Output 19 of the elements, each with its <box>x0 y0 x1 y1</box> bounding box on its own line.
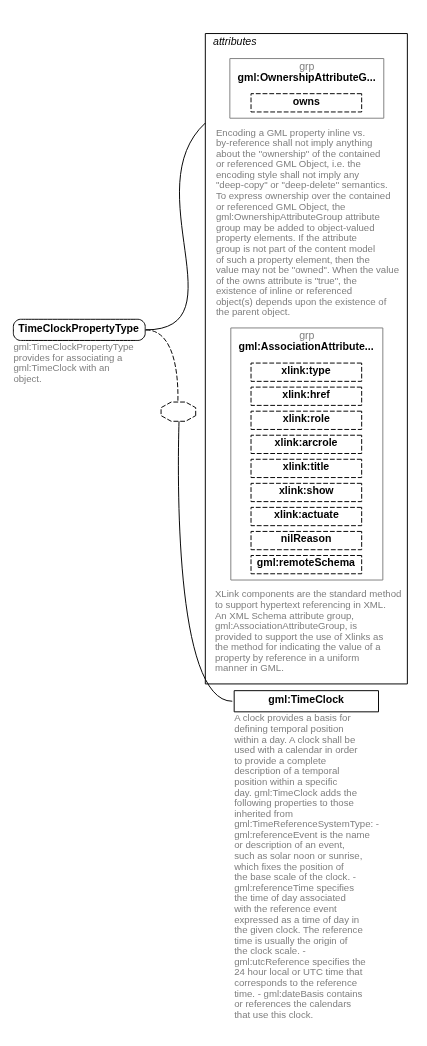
node-box: nilReason <box>250 530 363 550</box>
node-label: A clock provides a basis for defining temporal position within a day. A clock shall be used with a calendar in order to provide a complete description of a temporal position within a specific day. gml:TimeClock adds the following properties to those inherited from gml:TimeReferenceSystemType: - gml:referenceEvent is the name or description of an event, such as solar noon or sunrise, which fixes the position of the base scale of the clock. - gml:referenceTime specifies the time of day associated with the reference event expressed as a time of day in the given clock. The reference time is usually the origin of the clock scale. - gml:utcReference specifies the 24 hour local or UTC time that corresponds to the reference time. - gml:dateBasis contains or references the calendars that use this clock. <box>234 711 380 1020</box>
node-box: xlink:role <box>250 410 363 430</box>
node-box: gml:TimeClock <box>233 689 379 712</box>
node-label: XLink components are the standard method to support hypertext referencing in XML. An XML Schema attribute group, gml:AssociationAttributeGroup, is provided to support the use of Xlinks as the method for indicating the value of a property by reference in a uniform manner in GML. <box>214 587 402 673</box>
node-box: xlink:arcrole <box>250 434 363 454</box>
connector <box>145 328 179 402</box>
node-box: xlink:type <box>250 362 363 382</box>
node-box: xlink:show <box>250 482 363 502</box>
node-label: gml:TimeClockPropertyType provides for associating a gml:TimeClock with an object. <box>13 340 134 384</box>
node-label: Encoding a GML property inline vs. by-reference shall not imply anything about the "ownership" of the contained or referenced GML Object, i.e. the encoding style shall not imply any "deep-copy" or "deep-delete" semantics. To express ownership over the contained or referenced GML Object, the gml:OwnershipAttributeGroup attribute group may be added to object-valued property elements. If the attribute group is not part of the content model of such a property element, then the value may not be "owned". When the value of the owns attribute is "true", the existence of inline or referenced object(s) depends upon the existence of the parent object. <box>215 126 400 317</box>
connector <box>177 420 233 702</box>
node-box: xlink:href <box>250 386 363 406</box>
node-box: TimeClockPropertyType <box>12 318 146 341</box>
node-box: gml:remoteSchema <box>250 554 363 574</box>
node-box: xlink:title <box>250 458 363 478</box>
node-octagon <box>160 401 197 422</box>
node-box: owns <box>250 92 363 112</box>
node-box: xlink:actuate <box>250 506 363 526</box>
